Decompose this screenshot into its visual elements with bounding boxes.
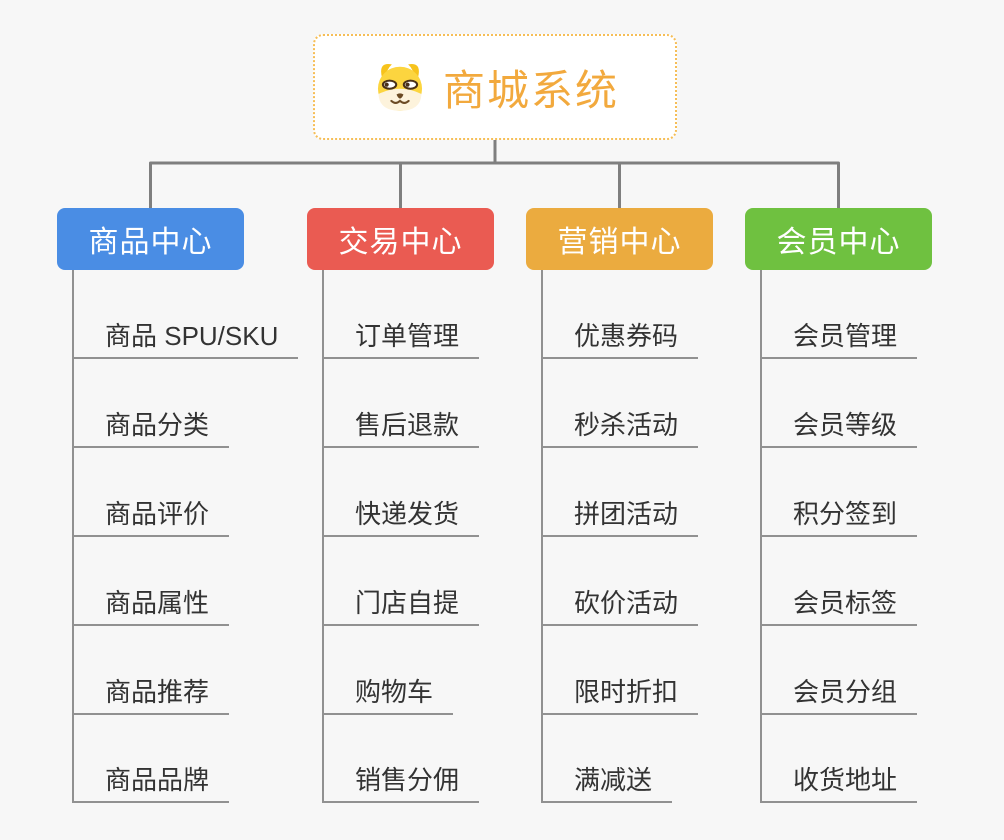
leaf-node[interactable]: 会员标签 (760, 580, 918, 626)
leaf-node[interactable]: 商品属性 (72, 580, 230, 626)
leaf-node[interactable]: 会员等级 (760, 402, 918, 448)
leaf-node[interactable]: 商品 SPU/SKU (72, 313, 299, 359)
leaf-node[interactable]: 商品评价 (72, 491, 230, 537)
leaf-node[interactable]: 快递发货 (322, 491, 480, 537)
branch-node-label: 营销中心 (557, 226, 682, 259)
leaf-node[interactable]: 商品分类 (72, 402, 230, 448)
leaf-node[interactable]: 商品品牌 (72, 757, 230, 803)
leaf-node[interactable]: 满减送 (541, 757, 673, 803)
leaf-node[interactable]: 收货地址 (760, 757, 918, 803)
leaf-node[interactable]: 售后退款 (322, 402, 480, 448)
leaf-node[interactable]: 秒杀活动 (541, 402, 699, 448)
leaf-node[interactable]: 优惠券码 (541, 313, 699, 359)
leaf-node[interactable]: 门店自提 (322, 580, 480, 626)
branch-node-label: 商品中心 (88, 226, 213, 259)
leaf-node[interactable]: 会员管理 (760, 313, 918, 359)
leaf-node[interactable]: 销售分佣 (322, 757, 480, 803)
leaf-node[interactable]: 砍价活动 (541, 580, 699, 626)
branch-node-marketing-center[interactable]: 营销中心 (526, 208, 713, 270)
root-node[interactable]: 商城系统 (313, 34, 677, 140)
leaf-node[interactable]: 订单管理 (322, 313, 480, 359)
branch-node-member-center[interactable]: 会员中心 (745, 208, 932, 270)
leaf-node[interactable]: 购物车 (322, 669, 454, 715)
branch-node-product-center[interactable]: 商品中心 (57, 208, 244, 270)
leaf-node[interactable]: 拼团活动 (541, 491, 699, 537)
leaf-node[interactable]: 限时折扣 (541, 669, 699, 715)
dog-icon (377, 63, 423, 111)
leaf-node[interactable]: 积分签到 (760, 491, 918, 537)
leaf-node[interactable]: 会员分组 (760, 669, 918, 715)
branch-node-label: 交易中心 (338, 226, 463, 259)
branch-node-trade-center[interactable]: 交易中心 (307, 208, 494, 270)
branch-node-label: 会员中心 (776, 226, 901, 259)
leaf-node[interactable]: 商品推荐 (72, 669, 230, 715)
root-node-label: 商城系统 (442, 66, 619, 114)
